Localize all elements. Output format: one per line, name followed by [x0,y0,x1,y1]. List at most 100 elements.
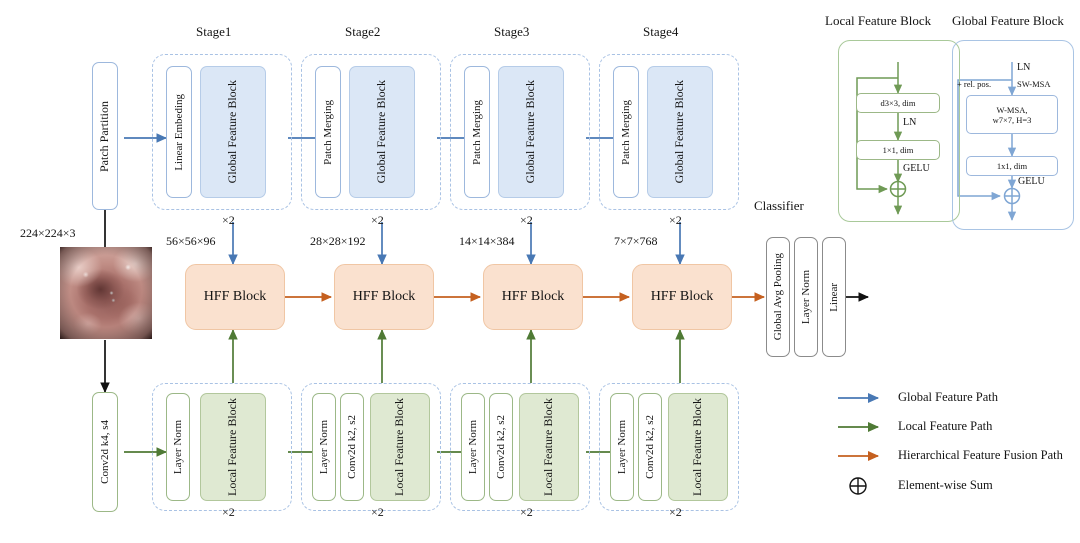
patch-partition-block[interactable]: Patch Partition [92,62,118,210]
stage1-out-dims: 56×56×96 [166,234,216,248]
stage3-out-dims: 14×14×384 [459,234,515,248]
detail-local-act-label: GELU [903,163,930,174]
detail-local-title: Local Feature Block [825,13,932,28]
stage3-first-op[interactable]: Patch Merging [464,66,490,198]
legend-global-path-label: Global Feature Path [898,390,998,404]
hff-block-4-label: HFF Block [650,289,714,304]
local-stage1-layer-norm[interactable]: Layer Norm [166,393,190,501]
stage2-out-dims: 28×28×192 [310,234,366,248]
detail-global-op1-line2: w7×7, H=3 [992,114,1032,125]
patch-partition-label: Patch Partition [97,100,112,172]
legend-item-global-path: Global Feature Path [886,390,998,405]
local-stage1-norm-label: Layer Norm [171,419,184,475]
local-stage4-norm-label: Layer Norm [615,419,628,475]
endoscopy-sample-image [60,247,152,339]
detail-global-relpos-label: + rel. pos. [957,79,992,89]
input-dims-label: 224×224×3 [20,226,76,240]
local-stage4-layer-norm[interactable]: Layer Norm [610,393,634,501]
stage4-block-label: Global Feature Block [672,80,687,184]
local-stage3-block[interactable]: Local Feature Block [519,393,579,501]
stage4-title: Stage4 [643,24,679,39]
stage3-group [450,54,590,210]
stage1-block-label: Global Feature Block [225,80,240,184]
local-stage4-repeat: ×2 [669,505,682,519]
local-stage2-repeat: ×2 [371,505,384,519]
stage2-repeat: ×2 [371,213,384,227]
detail-local-op2[interactable]: 1×1, dim [856,140,940,160]
local-stage2-group [301,383,441,511]
stage4-first-op[interactable]: Patch Merging [613,66,639,198]
hff-block-1-label: HFF Block [203,289,267,304]
stage1-first-op-label: Linear Embeding [172,93,185,171]
stage1-first-op[interactable]: Linear Embeding [166,66,192,198]
detail-local-op1-label: d3×3, dim [880,98,916,108]
conv-stem-label: Conv2d k4, s4 [98,420,111,484]
detail-local-container [838,40,960,222]
stage3-repeat: ×2 [520,213,533,227]
local-stage4-block[interactable]: Local Feature Block [668,393,728,501]
detail-local-mid-label: LN [903,117,917,128]
detail-global-op2[interactable]: 1x1, dim [966,156,1058,176]
local-stage1-block-label: Local Feature Block [225,398,240,496]
local-stage3-block-label: Local Feature Block [541,398,556,496]
stage1-group [152,54,292,210]
local-stage4-downsample-label: Conv2d k2, s2 [643,415,656,479]
local-stage4-group [599,383,739,511]
local-stage2-block-label: Local Feature Block [392,398,407,496]
local-stage3-layer-norm[interactable]: Layer Norm [461,393,485,501]
legend-item-fusion-path: Hierarchical Feature Fusion Path [886,448,1063,463]
stage1-repeat: ×2 [222,213,235,227]
stage2-title: Stage2 [345,24,381,39]
local-stage2-block[interactable]: Local Feature Block [370,393,430,501]
local-stage3-norm-label: Layer Norm [466,419,479,475]
stage2-first-op[interactable]: Patch Merging [315,66,341,198]
detail-local-op2-label: 1×1, dim [882,145,914,155]
detail-global-op1[interactable]: W-MSA, w7×7, H=3 [966,95,1058,134]
local-stage3-group [450,383,590,511]
legend-item-elementwise-sum: Element-wise Sum [886,478,993,493]
stage3-title: Stage3 [494,24,530,39]
detail-global-op2-label: 1x1, dim [996,161,1028,171]
hff-block-3-label: HFF Block [501,289,565,304]
classifier-layer-norm[interactable]: Layer Norm [794,237,818,357]
local-stage1-repeat: ×2 [222,505,235,519]
local-stage1-block[interactable]: Local Feature Block [200,393,266,501]
legend-elementwise-sum-label: Element-wise Sum [898,478,993,492]
stage2-global-feature-block[interactable]: Global Feature Block [349,66,415,198]
detail-global-act-label: GELU [1018,176,1045,187]
stage3-global-feature-block[interactable]: Global Feature Block [498,66,564,198]
hff-block-4[interactable]: HFF Block [632,264,732,330]
local-stage3-downsample[interactable]: Conv2d k2, s2 [489,393,513,501]
stage4-repeat: ×2 [669,213,682,227]
stage1-title: Stage1 [196,24,232,39]
local-stage2-downsample[interactable]: Conv2d k2, s2 [340,393,364,501]
local-stage4-block-label: Local Feature Block [690,398,705,496]
hff-block-3[interactable]: HFF Block [483,264,583,330]
legend-item-local-path: Local Feature Path [886,419,992,434]
legend-local-path-label: Local Feature Path [898,419,993,433]
endo-specular-layer [60,247,152,339]
classifier-linear[interactable]: Linear [822,237,846,357]
hff-block-2[interactable]: HFF Block [334,264,434,330]
detail-local-op1[interactable]: d3×3, dim [856,93,940,113]
hff-block-1[interactable]: HFF Block [185,264,285,330]
local-stage2-layer-norm[interactable]: Layer Norm [312,393,336,501]
local-stage3-downsample-label: Conv2d k2, s2 [494,415,507,479]
stage3-first-op-label: Patch Merging [470,99,483,165]
local-stage4-downsample[interactable]: Conv2d k2, s2 [638,393,662,501]
local-stage2-downsample-label: Conv2d k2, s2 [345,415,358,479]
stage4-global-feature-block[interactable]: Global Feature Block [647,66,713,198]
stage1-global-feature-block[interactable]: Global Feature Block [200,66,266,198]
detail-global-swmsa-label: SW-MSA [1017,79,1051,89]
classifier-global-avg-pooling[interactable]: Global Avg Pooling [766,237,790,357]
classifier-linear-label: Linear [827,282,840,312]
conv-stem-block[interactable]: Conv2d k4, s4 [92,392,118,512]
classifier-gap-label: Global Avg Pooling [771,253,784,341]
stage2-group [301,54,441,210]
stage4-group [599,54,739,210]
classifier-title: Classifier [754,198,804,213]
stage4-out-dims: 7×7×768 [614,234,658,248]
stage2-block-label: Global Feature Block [374,80,389,184]
legend-fusion-path-label: Hierarchical Feature Fusion Path [898,448,1063,462]
stage3-block-label: Global Feature Block [523,80,538,184]
